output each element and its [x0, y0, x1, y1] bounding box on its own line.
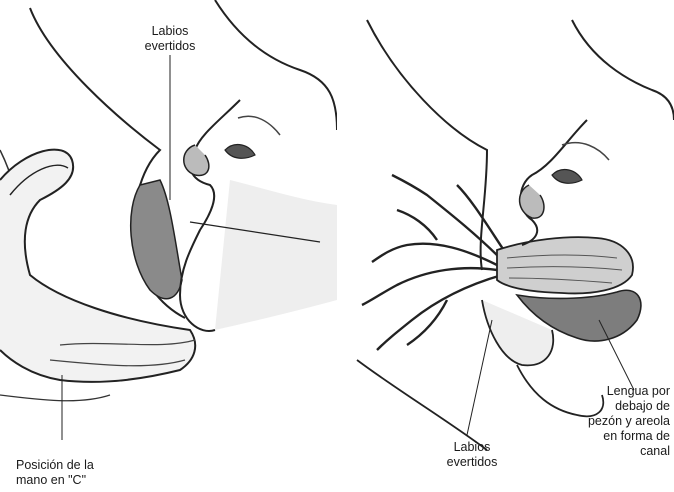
baby-head-outline: [215, 0, 337, 130]
left-illustration-panel: Labios evertidos Posición de la mano en …: [0, 0, 337, 492]
baby-nose: [184, 145, 209, 175]
label-everted-lips: Labios evertidos: [120, 24, 220, 54]
breast-outline: [367, 20, 487, 270]
baby-eyebrow: [562, 143, 609, 160]
baby-nose: [520, 185, 544, 218]
breastfeeding-latch-illustration: [0, 0, 337, 492]
baby-cheek-shading: [215, 180, 337, 330]
label-tongue-channel: Lengua por debajo de pezón y areola en f…: [532, 384, 670, 459]
right-illustration-panel: Lengua por debajo de pezón y areola en f…: [337, 0, 674, 492]
breast-lower-contour: [357, 360, 487, 450]
nipple-areola-channel: [497, 237, 633, 293]
label-c-hand-position: Posición de la mano en "C": [16, 458, 176, 488]
baby-eye: [552, 170, 582, 184]
baby-eye: [225, 145, 255, 159]
baby-eyebrow: [238, 116, 280, 135]
areola-shading: [131, 180, 182, 299]
lips-leader-line: [467, 320, 492, 435]
label-everted-lips: Labios evertidos: [427, 440, 517, 470]
hand-wrist: [0, 395, 110, 401]
milk-ducts: [362, 175, 507, 350]
baby-head-outline: [572, 20, 674, 120]
